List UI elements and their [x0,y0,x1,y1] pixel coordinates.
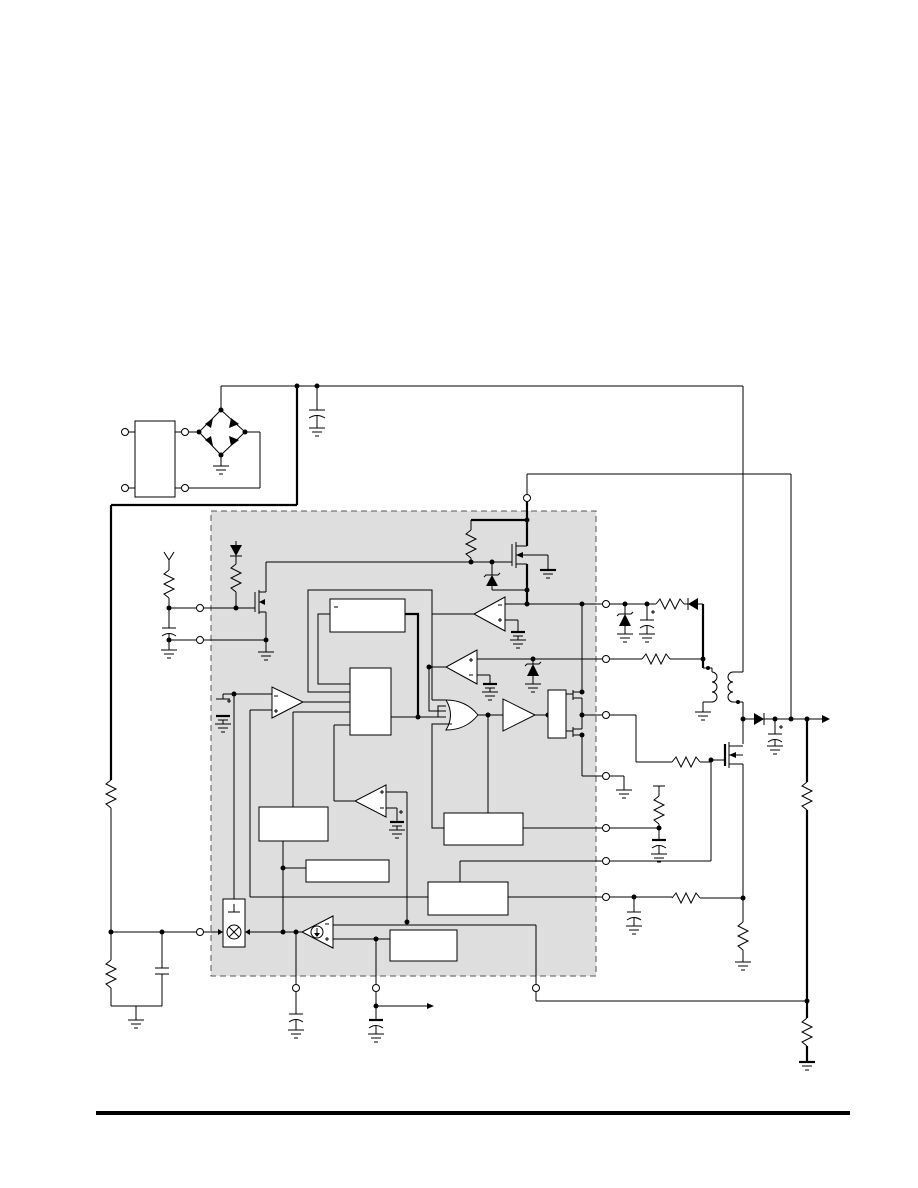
resistor-icon [800,781,814,811]
multiplier-icon [226,924,242,940]
capacitor-icon [626,911,642,921]
timer-pin [602,824,610,832]
ramp-generator-block [258,806,329,842]
ac-input-terminal-1 [121,428,129,436]
footer-rule [96,1111,850,1115]
ground-icon [128,1019,144,1029]
ground-icon [616,789,632,799]
diode-icon [229,418,239,428]
enable-mosfet-icon [254,590,266,614]
ground-icon [767,745,783,755]
diode-icon [754,713,764,725]
on-off-pin [196,604,204,612]
vref-battery-icon [510,630,526,649]
resistor-icon [655,597,685,611]
error-amplifier-icon [271,686,305,719]
transconductance-amp-icon [300,915,334,949]
ac-input-section [121,386,261,498]
resistor-icon [736,921,750,951]
output-arrow-icon [427,1003,434,1009]
zcd-comparator-icon [444,649,478,685]
ground-icon [540,568,556,579]
current-sense-comparator-icon [353,784,387,818]
fb-pin [532,984,540,992]
zener-icon [230,545,242,556]
vcc-capacitor-icon [639,610,655,629]
ground-icon [626,925,642,935]
emi-filter-block [134,420,176,498]
resistor-icon [671,755,701,769]
gnd-pin [196,636,204,644]
resistor-icon [229,563,243,593]
capacitor-icon [368,1018,384,1029]
ground-icon [161,649,177,659]
ground-icon [695,711,711,721]
capacitor-icon [161,627,177,637]
resistor-icon [104,959,118,989]
bridge-rectifier [196,407,248,458]
diode-icon [229,436,239,446]
restart-timer-block [443,812,524,846]
totem-pole-block [547,689,567,739]
vref-battery-icon [482,682,498,701]
ground-icon [735,961,751,971]
ground-icon [651,853,667,863]
capacitor-icon [651,838,667,849]
ovp-ocp-block [427,881,509,916]
comp-pin [292,984,300,992]
zener-icon [486,575,498,586]
resistor-icon [652,795,666,825]
voltage-reference-block [305,859,390,883]
gate-drive-pin [602,711,610,719]
power-gnd-pin [602,772,610,780]
resistor-icon [464,529,478,559]
ground-icon [525,683,541,693]
resistor-icon [671,891,701,905]
totem-pole-mosfets-icon [566,690,582,737]
vref-battery-icon [389,810,405,839]
resistor-icon [641,652,671,666]
transformer-icon [706,666,740,704]
current-sense-pin [602,857,610,865]
ground-icon [639,633,655,643]
or-gate-icon [445,699,479,731]
vcc-pin [602,600,610,608]
ground-icon [368,1033,384,1043]
soft-start-block [389,929,458,962]
vcc-monitor-block [329,598,406,633]
diode-icon [205,418,213,428]
ac-input-terminal-2 [121,484,129,492]
output-capacitor-icon [767,725,783,743]
vff-pin [196,928,204,936]
resistor-icon [800,1017,814,1047]
diode-icon [205,436,213,446]
ground-icon [617,633,633,643]
vref-battery-icon [215,698,231,733]
resistor-icon [104,779,118,809]
hv-startup-pin [523,494,531,502]
bulk-capacitor-icon [308,409,326,437]
logic-control-block [349,667,392,736]
gate-driver-buffer-icon [502,698,537,732]
ground-icon [288,1029,304,1039]
zcd-pin [602,655,610,663]
capacitor-icon [155,967,169,975]
capacitor-icon [288,1013,304,1023]
vcc-uvlo-comparator-icon [472,596,506,632]
resistor-icon [162,569,176,599]
power-mosfet-icon [723,742,743,768]
ic-boundary [210,510,597,977]
enable-input-section [161,551,204,659]
ss-pin [372,984,380,992]
zener-icon [527,664,539,676]
ground-icon [799,1060,815,1071]
diode-icon [688,598,698,610]
ovp-pin [602,893,610,901]
ground-icon [258,651,274,661]
zener-icon [619,614,631,626]
output-arrow-icon [822,715,830,723]
startup-mosfet-icon [511,542,548,568]
ground-icon [213,465,229,475]
